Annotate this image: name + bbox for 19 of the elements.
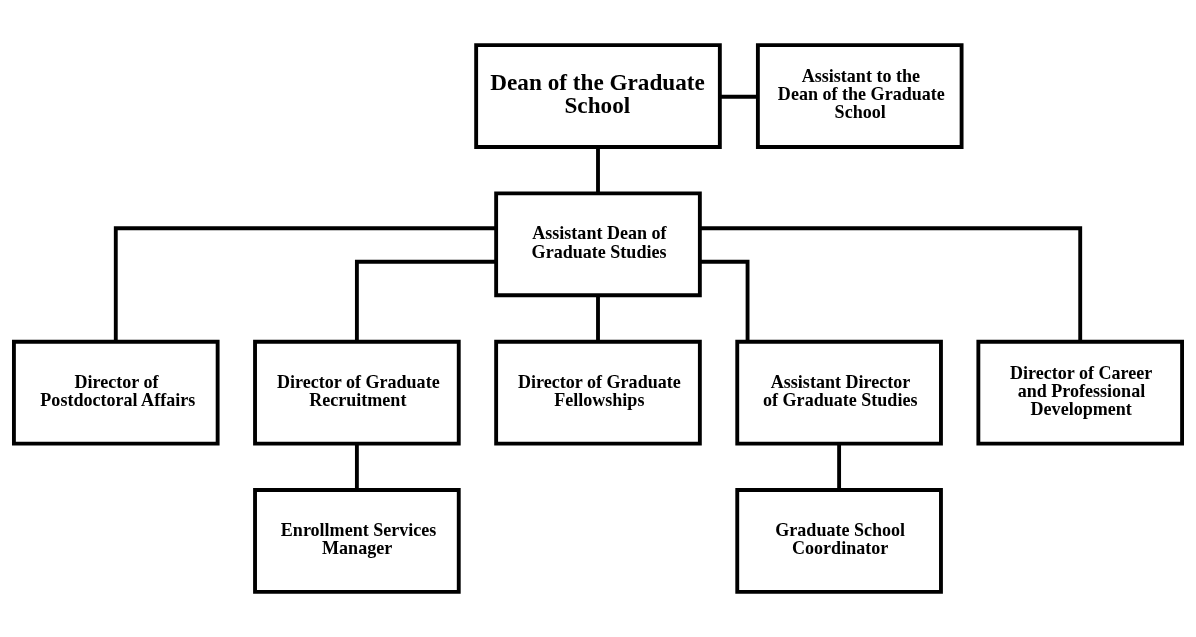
- connector: [837, 443, 842, 490]
- node-box: Enrollment Services Manager: [253, 488, 461, 594]
- connector: [596, 295, 600, 342]
- node-box: Director of Postdoctoral Affairs: [12, 339, 220, 446]
- connector: [113, 226, 496, 342]
- node-box: Assistant Director of Graduate Studies: [735, 339, 943, 446]
- connector: [700, 259, 750, 342]
- connector: [700, 226, 1083, 342]
- node-box: Assistant Dean of Graduate Studies: [494, 191, 702, 298]
- node-box: Director of Graduate Fellowships: [494, 339, 702, 446]
- connector: [596, 147, 600, 194]
- connector: [720, 94, 758, 99]
- connector: [354, 259, 497, 342]
- node-box: Graduate School Coordinator: [735, 488, 943, 594]
- connector: [354, 443, 359, 490]
- node-box: Director of Career and Professional Development: [976, 339, 1184, 446]
- node-box: Assistant to the Dean of the Graduate School: [755, 43, 964, 149]
- node-box: Director of Graduate Recruitment: [253, 339, 461, 446]
- node-box: Dean of the Graduate School: [474, 43, 722, 149]
